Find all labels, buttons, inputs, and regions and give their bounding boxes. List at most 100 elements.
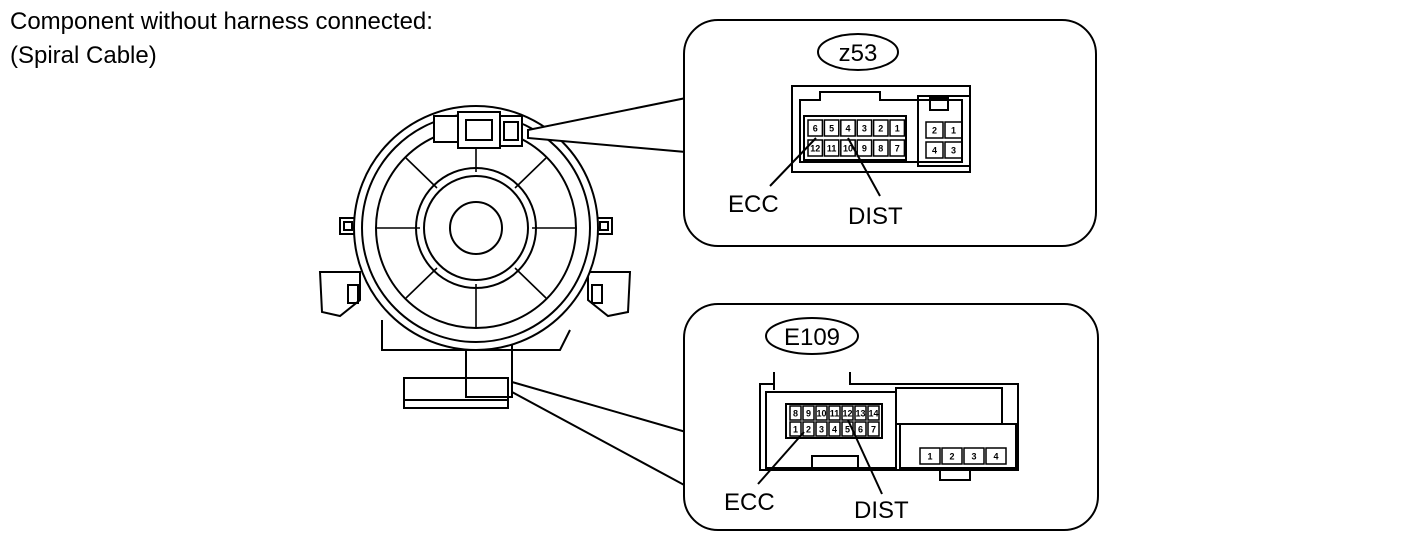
e109-pin-label: 5 xyxy=(845,425,850,435)
caption-title: Component without harness connected: xyxy=(10,8,433,35)
z53-connector-inner xyxy=(799,91,963,163)
z53-aux-pin-cells: 2 1 4 3 xyxy=(925,121,963,159)
e109-latch xyxy=(939,469,971,481)
e109-pin-label: 1 xyxy=(793,425,798,435)
e109-aux-pin-label: 1 xyxy=(927,452,932,462)
top-connector-main xyxy=(457,111,501,149)
z53-aux-pin-label: 3 xyxy=(951,146,956,156)
z53-aux-connector xyxy=(917,95,971,167)
z53-pin-label: 3 xyxy=(862,124,867,134)
z53-pin-label: 1 xyxy=(895,124,900,134)
z53-dist-label: DIST xyxy=(848,203,903,230)
top-connector-right-socket xyxy=(503,121,519,141)
e109-pin-11 xyxy=(828,405,841,421)
z53-pin-label: 2 xyxy=(878,124,883,134)
right-clip xyxy=(591,284,603,304)
z53-pin-2 xyxy=(872,119,889,137)
e109-pointer xyxy=(511,380,687,488)
e109-connector-outline xyxy=(759,372,1019,471)
e109-pin-14 xyxy=(867,405,880,421)
z53-pin-5 xyxy=(823,119,840,137)
z53-pin-4 xyxy=(840,119,856,137)
lower-connector-housing xyxy=(465,344,513,398)
e109-pin-label: 12 xyxy=(842,409,852,419)
e109-pin-10 xyxy=(815,405,828,421)
e109-dist-label: DIST xyxy=(854,497,909,524)
z53-pin-9 xyxy=(856,139,873,157)
e109-aux-pin-1 xyxy=(919,447,941,465)
e109-ecc-label: ECC xyxy=(724,489,775,516)
z53-pin-7 xyxy=(889,139,906,157)
e109-pin-12 xyxy=(841,405,854,421)
left-clip xyxy=(347,284,359,304)
z53-pin-label: 9 xyxy=(862,144,867,154)
top-connector-left xyxy=(433,115,459,143)
e109-pin-label: 6 xyxy=(858,425,863,435)
top-connector-socket xyxy=(465,119,493,141)
z53-connector-outline xyxy=(791,85,971,173)
z53-pin-1 xyxy=(889,119,906,137)
e109-pin-3 xyxy=(815,421,828,437)
e109-pin-label: 2 xyxy=(806,425,811,435)
e109-callout-box xyxy=(683,303,1099,531)
right-flange xyxy=(587,271,632,318)
inner-ring-2 xyxy=(423,175,529,281)
z53-dist-leader xyxy=(847,137,881,197)
e109-pin-13 xyxy=(854,405,867,421)
z53-pin-label: 7 xyxy=(895,144,900,154)
e109-pin-label: 11 xyxy=(830,409,840,419)
center-bore xyxy=(449,201,503,255)
e109-aux-block xyxy=(899,423,1017,469)
top-connector-right xyxy=(499,115,523,147)
z53-pin-grid xyxy=(803,115,907,161)
z53-pin-6 xyxy=(807,119,824,137)
e109-dist-leader xyxy=(847,419,883,495)
z53-pin-label: 11 xyxy=(827,144,837,154)
e109-pin-label: 13 xyxy=(855,409,865,419)
e109-pin-label: 8 xyxy=(793,409,798,419)
inner-ring xyxy=(415,167,537,289)
caption-subtitle: (Spiral Cable) xyxy=(10,42,157,69)
z53-aux-pin-1 xyxy=(944,121,963,139)
left-tab-inner xyxy=(343,221,353,231)
e109-pin-6 xyxy=(854,421,867,437)
e109-aux-pin-3 xyxy=(963,447,985,465)
e109-pin-4 xyxy=(828,421,841,437)
e109-id-label: E109 xyxy=(784,324,840,351)
z53-aux-pin-3 xyxy=(944,141,963,159)
e109-pin-label: 7 xyxy=(871,425,876,435)
z53-pin-label: 12 xyxy=(810,144,820,154)
z53-aux-pin-2 xyxy=(925,121,944,139)
z53-aux-latch xyxy=(929,97,949,111)
e109-pin-label: 10 xyxy=(816,409,826,419)
z53-aux-pin-label: 1 xyxy=(951,126,956,136)
e109-aux-pin-label: 3 xyxy=(971,452,976,462)
e109-pin-grid xyxy=(785,403,883,439)
e109-aux-pin-label: 2 xyxy=(949,452,954,462)
z53-aux-pin-label: 2 xyxy=(932,126,937,136)
e109-pin-label: 14 xyxy=(868,409,878,419)
e109-aux-pin-label: 4 xyxy=(993,452,998,462)
e109-pin-label: 9 xyxy=(806,409,811,419)
z53-aux-pin-4 xyxy=(925,141,944,159)
e109-main-block xyxy=(765,391,897,469)
z53-pin-label: 6 xyxy=(813,124,818,134)
e109-pin-label: 4 xyxy=(832,425,837,435)
e109-pin-label: 3 xyxy=(819,425,824,435)
z53-ecc-leader xyxy=(769,137,817,187)
e109-ecc-leader xyxy=(757,431,805,485)
e109-aux-pin-cells: 1 2 3 4 xyxy=(919,447,1007,465)
e109-pin-9 xyxy=(802,405,815,421)
z53-id-label: z53 xyxy=(839,40,878,67)
z53-id-badge xyxy=(817,33,899,71)
z53-aux-pin-label: 4 xyxy=(932,146,937,156)
left-flange xyxy=(318,271,361,318)
z53-pin-3 xyxy=(856,119,873,137)
e109-id-badge xyxy=(765,317,859,355)
spiral-cable-body xyxy=(318,105,632,409)
e109-pin-2 xyxy=(802,421,815,437)
